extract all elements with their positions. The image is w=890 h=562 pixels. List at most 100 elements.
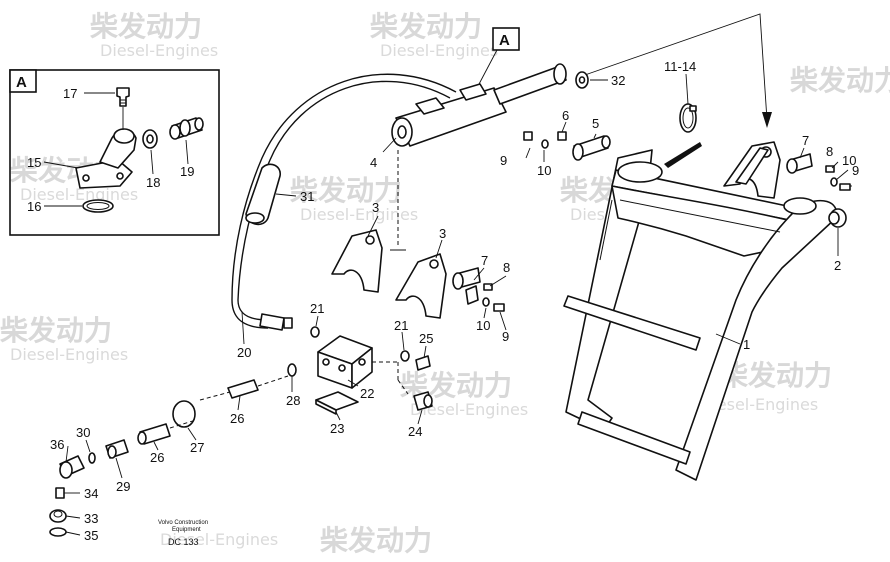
label-24: 24 — [408, 424, 422, 439]
caption-line-2: Equipment — [172, 527, 201, 533]
label-10-right: 10 — [842, 153, 856, 168]
label-4: 4 — [370, 155, 377, 170]
watermark-en-10: Diesel-Engines — [700, 395, 818, 414]
part-9-bolt-right — [839, 183, 851, 191]
part-9-bolt-left — [493, 303, 505, 312]
watermark-en-8: Diesel-Engines — [160, 530, 278, 549]
label-3-right: 3 — [439, 226, 446, 241]
watermark-cn-10: 柴发动力 — [720, 359, 832, 392]
label-30: 30 — [76, 425, 90, 440]
part-10-washer-right — [830, 177, 838, 187]
label-7-right: 7 — [802, 133, 809, 148]
part-26-pipe-upper — [199, 375, 289, 401]
frame-lug-right — [723, 141, 781, 199]
part-25-plug — [415, 355, 431, 371]
label-31: 31 — [300, 189, 314, 204]
label-10-mid: 10 — [537, 163, 551, 178]
watermark-en-3: Diesel-Engines — [20, 185, 138, 204]
part-16-oring — [82, 199, 114, 213]
part-28-washer — [287, 363, 297, 377]
watermark-en-1: Diesel-Engines — [100, 41, 218, 60]
label-8-right: 8 — [826, 144, 833, 159]
watermark-cn-6: 柴发动力 — [0, 314, 112, 347]
part-3-bracket-left — [331, 229, 383, 293]
part-33-nut — [49, 509, 67, 523]
watermark-en-4: Diesel-Engines — [300, 205, 418, 224]
part-9-bolt-mid — [523, 131, 533, 141]
view-a-marker: A — [477, 13, 772, 128]
watermark-en-2: Diesel-Engines — [380, 41, 498, 60]
leader-lines — [64, 73, 852, 536]
watermark-en-7: Diesel-Engines — [410, 400, 528, 419]
part-labels: 1 2 3 3 4 5 6 7 7 8 8 9 9 9 10 10 10 11-… — [27, 59, 859, 543]
view-a-label: A — [499, 32, 510, 49]
part-29-fitting — [105, 439, 129, 459]
part-5-pin — [572, 135, 611, 161]
label-17: 17 — [63, 86, 77, 101]
label-32: 32 — [611, 73, 625, 88]
label-33: 33 — [84, 511, 98, 526]
label-10-left: 10 — [476, 318, 490, 333]
label-23: 23 — [330, 421, 344, 436]
part-4-cylinder — [391, 63, 567, 147]
label-8-left: 8 — [503, 260, 510, 275]
label-18: 18 — [146, 175, 160, 190]
label-35: 35 — [84, 528, 98, 543]
caption-block: Volvo Construction Equipment DC 133 — [158, 520, 208, 547]
watermark-cn-8: 柴发动力 — [320, 524, 432, 557]
label-7-left: 7 — [481, 253, 488, 268]
part-26-pipe-lower — [137, 419, 197, 445]
label-26-lower: 26 — [150, 450, 164, 465]
label-11-14: 11-14 — [664, 59, 696, 74]
part-30-washer — [88, 452, 96, 464]
part-7-pin-right — [786, 153, 813, 174]
part-10-washer-left — [482, 297, 490, 307]
part-1-frame — [563, 149, 838, 481]
part-32-washer — [575, 71, 589, 89]
label-25: 25 — [419, 331, 433, 346]
label-16: 16 — [27, 199, 41, 214]
label-9-left: 9 — [502, 329, 509, 344]
part-10-washer-mid — [541, 139, 549, 149]
part-7-pin-left — [452, 267, 481, 305]
part-19-fitting — [169, 117, 204, 140]
label-9-mid: 9 — [500, 153, 507, 168]
label-28: 28 — [286, 393, 300, 408]
part-2-bushing — [828, 208, 847, 228]
part-22-block — [317, 335, 373, 389]
label-3-left: 3 — [372, 200, 379, 215]
label-5: 5 — [592, 116, 599, 131]
label-1: 1 — [743, 337, 750, 352]
label-21-top: 21 — [310, 301, 324, 316]
label-6: 6 — [562, 108, 569, 123]
watermark-cn-2: 柴发动力 — [370, 10, 482, 43]
drawing-code: DC 133 — [168, 537, 199, 547]
part-11-14-clamp — [679, 103, 697, 133]
watermark-cn-4: 柴发动力 — [290, 174, 402, 207]
part-21-washer-right — [400, 350, 410, 362]
hose-assembly — [231, 73, 457, 331]
label-9-right: 9 — [852, 163, 859, 178]
label-15: 15 — [27, 155, 41, 170]
label-2: 2 — [834, 258, 841, 273]
watermark-en-6: Diesel-Engines — [10, 345, 128, 364]
part-6-bolt — [557, 131, 567, 141]
part-23-plate — [315, 391, 359, 415]
watermark-cn-1: 柴发动力 — [90, 10, 202, 43]
label-22: 22 — [360, 386, 374, 401]
part-3-bracket-right — [395, 253, 447, 319]
label-21-right: 21 — [394, 318, 408, 333]
part-15-elbow — [75, 128, 137, 189]
part-8-bolt-left — [483, 283, 493, 291]
label-36: 36 — [50, 437, 64, 452]
label-29: 29 — [116, 479, 130, 494]
label-26-upper: 26 — [230, 411, 244, 426]
part-27-oring — [172, 400, 196, 428]
caption-line-1: Volvo Construction — [158, 520, 208, 526]
label-27: 27 — [190, 440, 204, 455]
part-21-washer-top — [310, 326, 320, 338]
watermark-cn-9: 柴发动力 — [790, 64, 890, 97]
label-34: 34 — [84, 486, 98, 501]
